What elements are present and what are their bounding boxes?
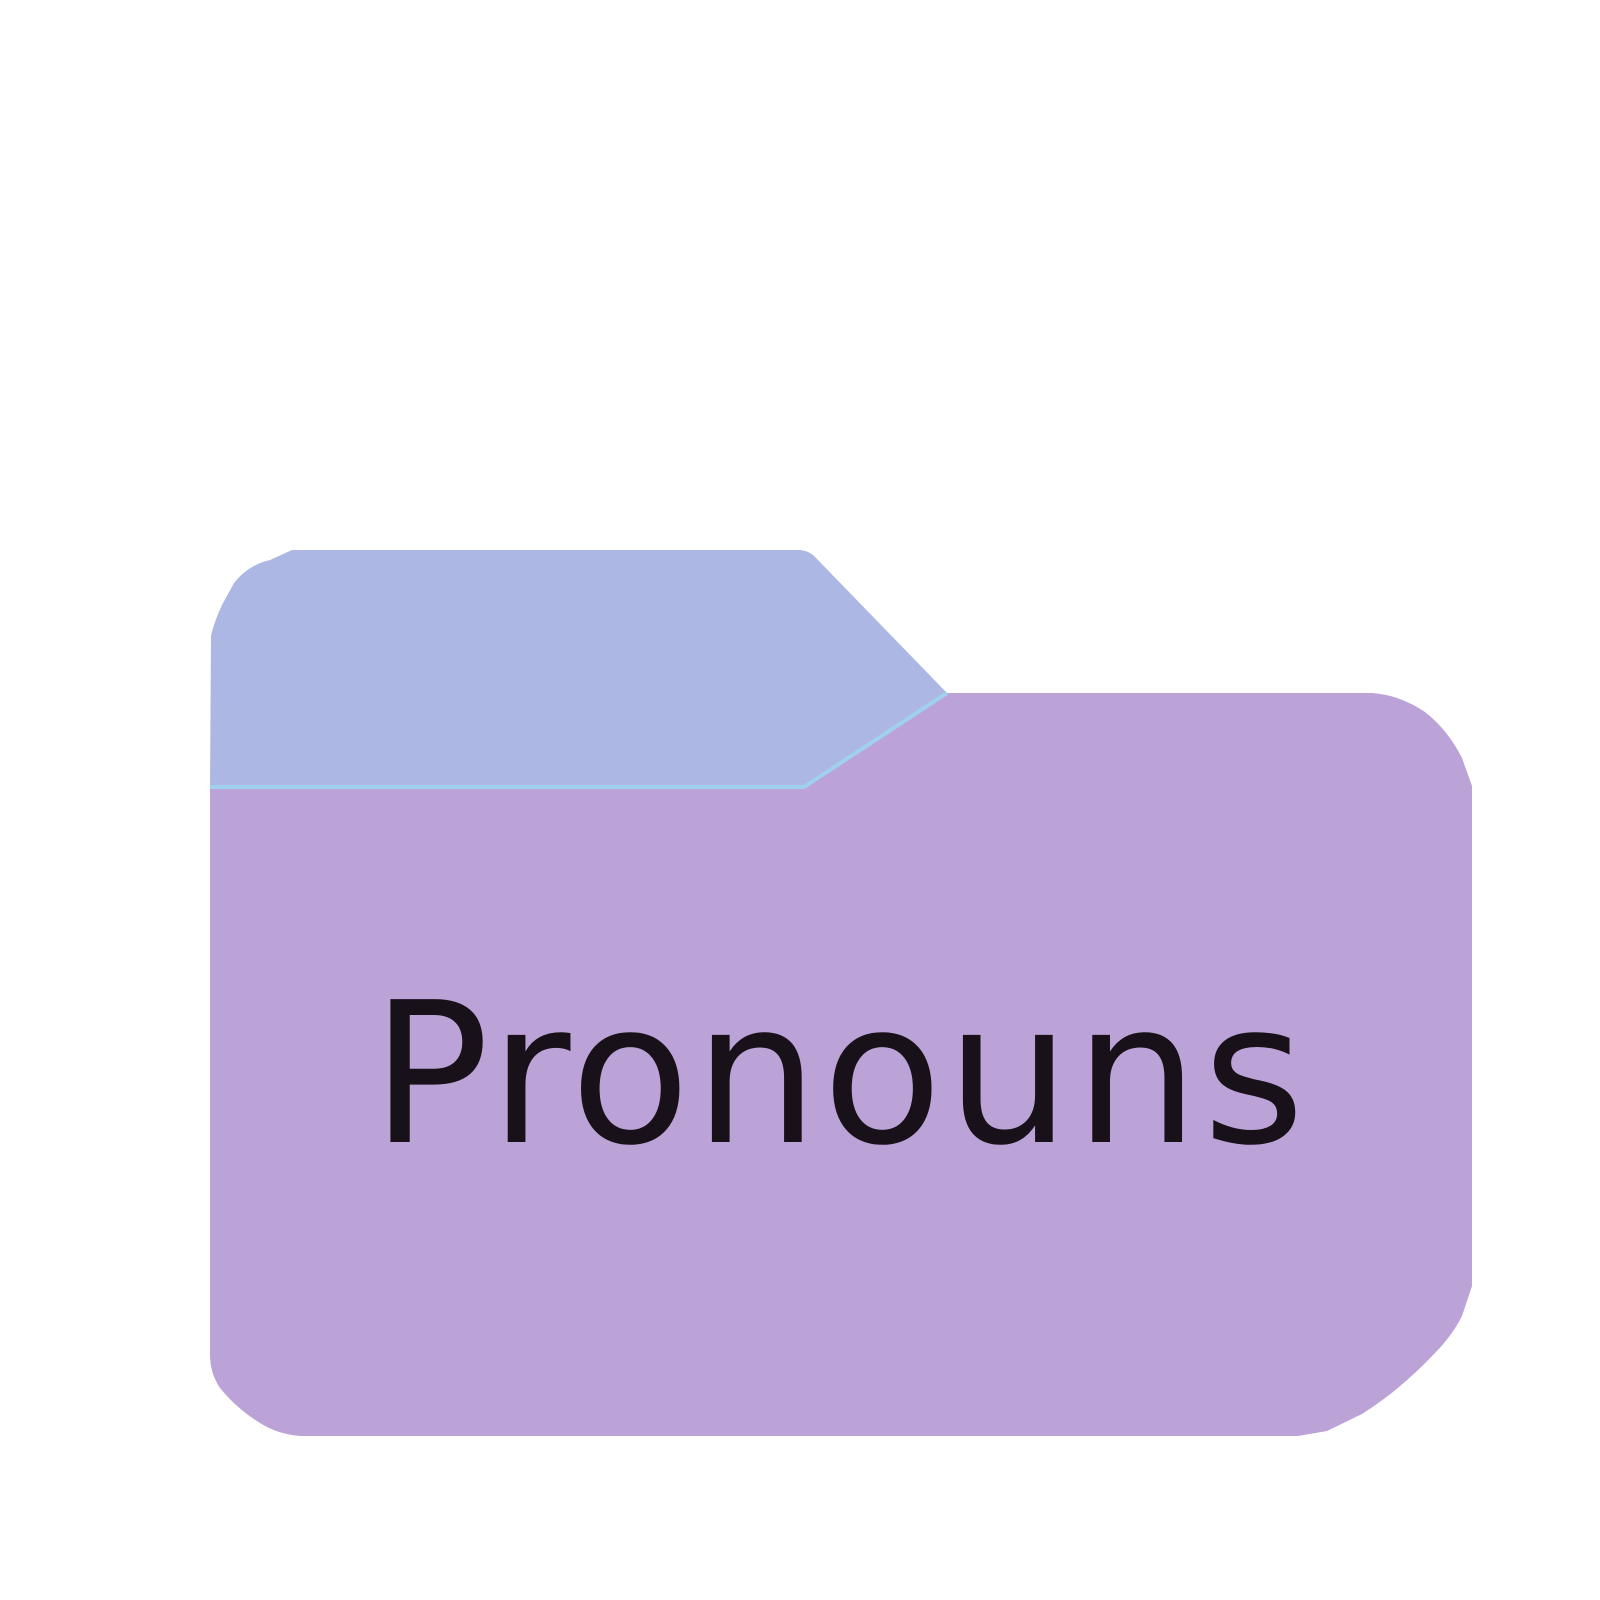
folder-body — [210, 693, 1472, 1436]
folder-tab-shape — [210, 550, 947, 787]
folder-label: Pronouns — [371, 961, 1309, 1189]
folder-seam-line — [210, 691, 949, 789]
